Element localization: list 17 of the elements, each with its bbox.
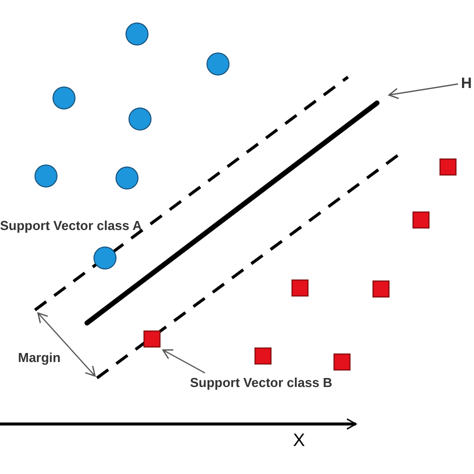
data-point <box>206 52 230 76</box>
data-point <box>144 330 160 348</box>
axis-label: X <box>293 431 306 449</box>
data-point <box>126 22 148 46</box>
leader-line <box>388 83 458 100</box>
data-point <box>372 280 390 298</box>
data-point <box>334 354 350 370</box>
data-point <box>254 348 272 364</box>
data-point <box>412 212 430 228</box>
data-point <box>52 86 76 110</box>
annotation-text: H <box>461 76 472 91</box>
data-point <box>440 158 456 176</box>
annotation-text: Margin <box>18 351 61 364</box>
leader-line <box>162 349 206 374</box>
annotation-text: Support Vector class A <box>0 219 142 232</box>
data-point <box>34 164 58 188</box>
annotation-text: Support Vector class B <box>190 376 332 389</box>
